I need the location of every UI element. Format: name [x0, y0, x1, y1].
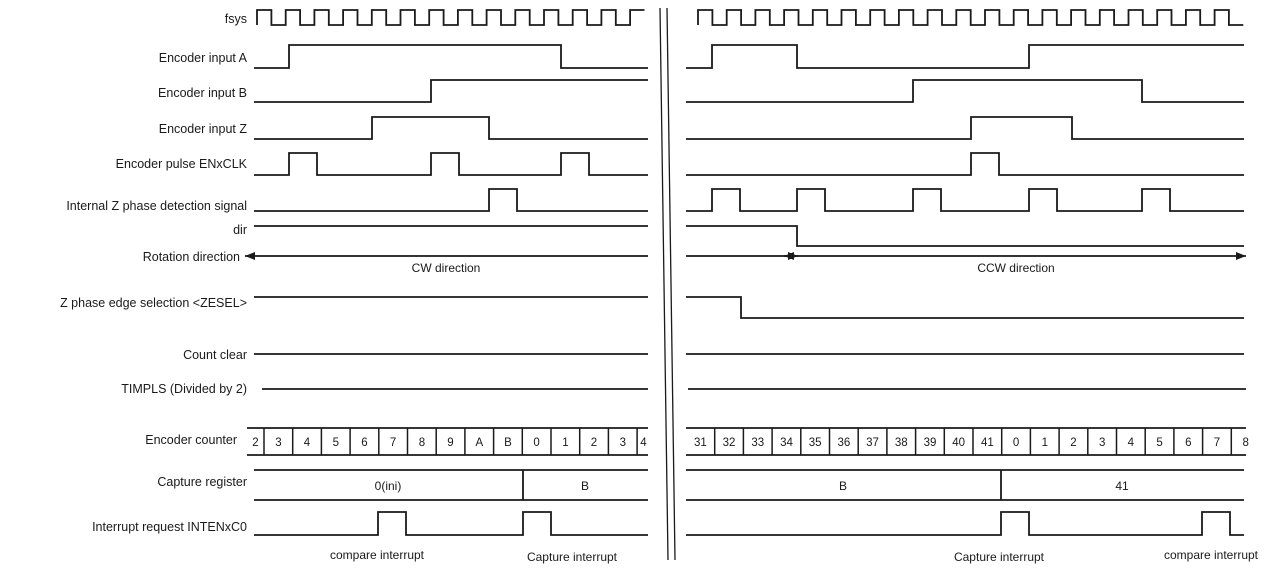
waveform-zdet-left — [254, 188, 648, 212]
time-break-marker — [659, 7, 676, 561]
label-timpls: TIMPLS (Divided by 2) — [121, 382, 247, 396]
counter-value: 9 — [447, 437, 453, 449]
counter-value: 2 — [591, 437, 597, 449]
waveform-fsys-left — [256, 9, 645, 26]
counter-value: 0 — [533, 437, 539, 449]
annotation-left-compare-interrupt: compare interrupt — [330, 548, 425, 562]
capture-value: 0(ini) — [375, 479, 402, 493]
waveform-encoder-b-left — [254, 79, 648, 103]
counter-value: 40 — [952, 437, 965, 449]
counter-value: 36 — [838, 437, 851, 449]
counter-value: 38 — [895, 437, 908, 449]
waveform-fsys-right — [697, 9, 1244, 26]
waveform-encoder-a-right — [686, 44, 1244, 69]
counter-value: 4 — [640, 437, 647, 449]
waveform-dir-right — [686, 225, 1244, 247]
counter-value: 2 — [252, 437, 258, 449]
counter-value: 41 — [981, 437, 994, 449]
label-interrupt-request: Interrupt request INTENxC0 — [92, 520, 247, 534]
counter-value: 1 — [562, 437, 568, 449]
counter-value: 33 — [751, 437, 764, 449]
capture-value: 41 — [1115, 479, 1129, 493]
counter-value: 7 — [1214, 437, 1220, 449]
capture-value: B — [839, 479, 847, 493]
counter-value: 1 — [1042, 437, 1048, 449]
counter-value: 34 — [780, 437, 793, 449]
label-dir: dir — [233, 223, 247, 237]
counter-value: 3 — [620, 437, 626, 449]
counter-value: 3 — [1099, 437, 1105, 449]
label-count-clear: Count clear — [183, 348, 247, 362]
counter-value: 4 — [304, 437, 311, 449]
counter-dividers — [263, 428, 1233, 455]
waveform-encoder-b-right — [686, 79, 1244, 103]
annotation-left-capture-interrupt: Capture interrupt — [527, 550, 618, 564]
counter-value: 8 — [419, 437, 425, 449]
waveform-interrupt-right — [686, 511, 1244, 536]
counter-value: B — [504, 437, 512, 449]
label-zesel: Z phase edge selection <ZESEL> — [60, 296, 247, 310]
counter-value: 35 — [809, 437, 822, 449]
counter-value: 6 — [361, 437, 367, 449]
counter-value: 4 — [1128, 437, 1135, 449]
counter-value: 5 — [333, 437, 339, 449]
counter-value: 3 — [275, 437, 281, 449]
waveform-zdet-right — [686, 188, 1244, 212]
annotation-right-compare-interrupt: compare interrupt — [1164, 548, 1259, 562]
label-internal-z-phase-detection: Internal Z phase detection signal — [66, 199, 247, 213]
counter-value: 32 — [723, 437, 736, 449]
label-encoder-input-b: Encoder input B — [158, 86, 247, 100]
waveform-zesel-right — [686, 296, 1244, 319]
counter-value: 6 — [1185, 437, 1191, 449]
waveform-enxclk-left — [254, 152, 648, 176]
waveform-encoder-a-left — [254, 44, 648, 69]
label-fsys: fsys — [225, 12, 247, 26]
counter-value: 31 — [694, 437, 707, 449]
label-rotation-direction: Rotation direction — [143, 250, 240, 264]
waveform-encoder-z-left — [254, 116, 648, 140]
label-capture-register: Capture register — [157, 475, 247, 489]
counter-value: 0 — [1013, 437, 1019, 449]
counter-value: 5 — [1156, 437, 1162, 449]
counter-value: 8 — [1242, 437, 1248, 449]
waveform-enxclk-right — [686, 152, 1244, 176]
counter-value: A — [475, 437, 483, 449]
label-encoder-input-a: Encoder input A — [159, 51, 248, 65]
counter-value: 37 — [866, 437, 879, 449]
signal-labels: fsys Encoder input A Encoder input B Enc… — [60, 12, 248, 534]
label-encoder-input-z: Encoder input Z — [159, 122, 248, 136]
rotation-label-ccw: CCW direction — [977, 261, 1054, 275]
annotation-right-capture-interrupt: Capture interrupt — [954, 550, 1045, 564]
counter-value: 2 — [1070, 437, 1076, 449]
label-encoder-counter: Encoder counter — [145, 433, 237, 447]
counter-value: 7 — [390, 437, 396, 449]
counter-value: 39 — [924, 437, 937, 449]
capture-value: B — [581, 479, 589, 493]
rotation-label-cw: CW direction — [412, 261, 481, 275]
label-encoder-pulse-enxclk: Encoder pulse ENxCLK — [116, 157, 248, 171]
waveform-interrupt-left — [254, 511, 648, 536]
waveform-encoder-z-right — [686, 116, 1244, 140]
